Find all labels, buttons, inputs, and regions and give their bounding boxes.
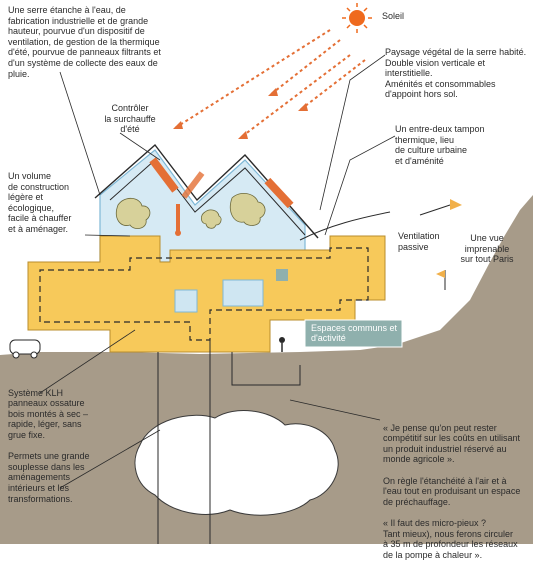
ray-arrowheads bbox=[173, 88, 308, 139]
ventilation-arrow bbox=[299, 211, 391, 241]
note-quote-3: « Il faut des micro-pieux ? Tant mieux),… bbox=[383, 517, 518, 560]
person-icon bbox=[279, 337, 285, 352]
note-volume: Un volume de construction légère et écol… bbox=[8, 171, 72, 234]
heat-network bbox=[231, 352, 301, 386]
note-ventilation: Ventilation passive bbox=[398, 231, 440, 252]
note-quote: « Je pense qu'on peut rester compétitif … bbox=[383, 412, 533, 571]
roof-panel-2 bbox=[264, 177, 294, 209]
greenhouse-outline-inner bbox=[109, 159, 306, 236]
ground bbox=[0, 195, 533, 544]
note-klh-line2: Permets une grande souplesse dans les am… bbox=[8, 451, 90, 504]
note-surchauffe: Contrôler la surchauffe d'été bbox=[104, 103, 156, 135]
note-serre: Une serre étanche à l'eau, de fabricatio… bbox=[8, 5, 161, 79]
note-klh: Système KLH panneaux ossature bois monté… bbox=[8, 377, 118, 515]
view-flag bbox=[419, 199, 462, 216]
serre-diagram bbox=[0, 3, 533, 544]
car-icon bbox=[9, 339, 41, 359]
note-quote-2: On règle l'étanchéité à l'air et à l'eau… bbox=[383, 475, 521, 507]
roof-panel-1 bbox=[149, 157, 179, 193]
building-window-1 bbox=[174, 289, 198, 313]
espaces-box bbox=[304, 319, 403, 348]
note-vue: Une vue imprenable sur tout Paris bbox=[460, 233, 514, 265]
note-soleil: Soleil bbox=[382, 11, 405, 21]
plant-2 bbox=[229, 192, 266, 226]
underground-void bbox=[134, 410, 339, 516]
note-paysage: Paysage végétal de la serre habité. Doub… bbox=[385, 47, 527, 100]
ventilation-flag bbox=[436, 270, 446, 290]
roof-panel-3 bbox=[181, 171, 205, 199]
thermometer bbox=[176, 204, 180, 232]
label-espaces: Espaces communs et d'activité bbox=[311, 323, 398, 343]
solar-rays bbox=[174, 29, 366, 139]
building-window-2 bbox=[222, 279, 264, 307]
plant-1 bbox=[115, 197, 151, 230]
note-entre-deux: Un entre-deux tampon thermique, lieu de … bbox=[395, 124, 485, 166]
thermometer-bulb bbox=[175, 230, 181, 236]
sun-icon bbox=[342, 3, 372, 33]
soil-block bbox=[276, 269, 288, 281]
note-klh-line1: Système KLH panneaux ossature bois monté… bbox=[8, 387, 89, 440]
plant-3 bbox=[200, 209, 222, 229]
building-volume bbox=[27, 235, 386, 353]
note-quote-1: « Je pense qu'on peut rester compétitif … bbox=[383, 422, 521, 465]
circulation-loop bbox=[39, 247, 369, 341]
leader-lines bbox=[39, 54, 396, 489]
